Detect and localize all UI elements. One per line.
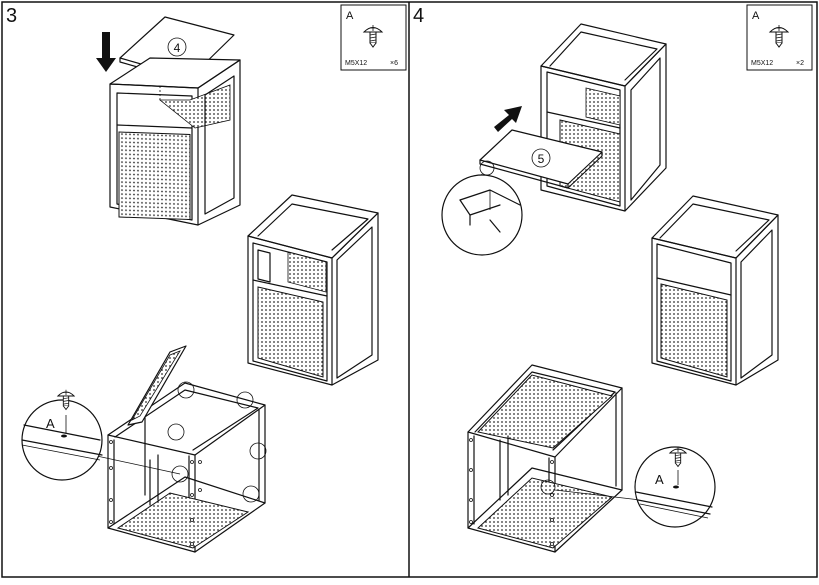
cabinet-frame-screwing: A	[21, 345, 267, 553]
screw-detail-magnifier: A	[634, 446, 716, 528]
step-3-part-label: A	[346, 10, 354, 22]
step-4-parts-box: A M5X12 ×2	[746, 4, 813, 71]
cabinet-frame-step4: A	[467, 364, 716, 553]
step-3-part-qty: ×6	[390, 60, 398, 67]
step-4-part-qty: ×2	[796, 60, 804, 67]
step-4-callout-label: A	[655, 472, 664, 487]
step-3-number: 3	[6, 5, 17, 27]
step-4-part-label: A	[752, 10, 760, 22]
cabinet-complete-step4	[651, 195, 779, 386]
step-4-part-code: M5X12	[751, 60, 773, 67]
step-3-panel: 3 A M5X12 ×6 4	[6, 4, 407, 553]
step-3-callout-label: A	[46, 416, 55, 431]
panel-4-label: 4	[174, 41, 181, 55]
step-4-panel: 4 A M5X12 ×2 5	[413, 4, 813, 553]
edge-detail-magnifier	[441, 174, 523, 256]
down-arrow-icon	[96, 32, 116, 72]
insert-arrow-icon	[494, 106, 522, 132]
cabinet-complete	[247, 194, 379, 386]
step-4-number: 4	[413, 5, 424, 27]
step-3-parts-box: A M5X12 ×6	[340, 4, 407, 71]
panel-5-label: 5	[538, 152, 545, 166]
step-3-part-code: M5X12	[345, 60, 367, 67]
cabinet-shelf-install: 5	[441, 23, 667, 256]
cabinet-lid-install: 4	[109, 16, 241, 226]
magnifier-detail: A	[21, 389, 103, 481]
